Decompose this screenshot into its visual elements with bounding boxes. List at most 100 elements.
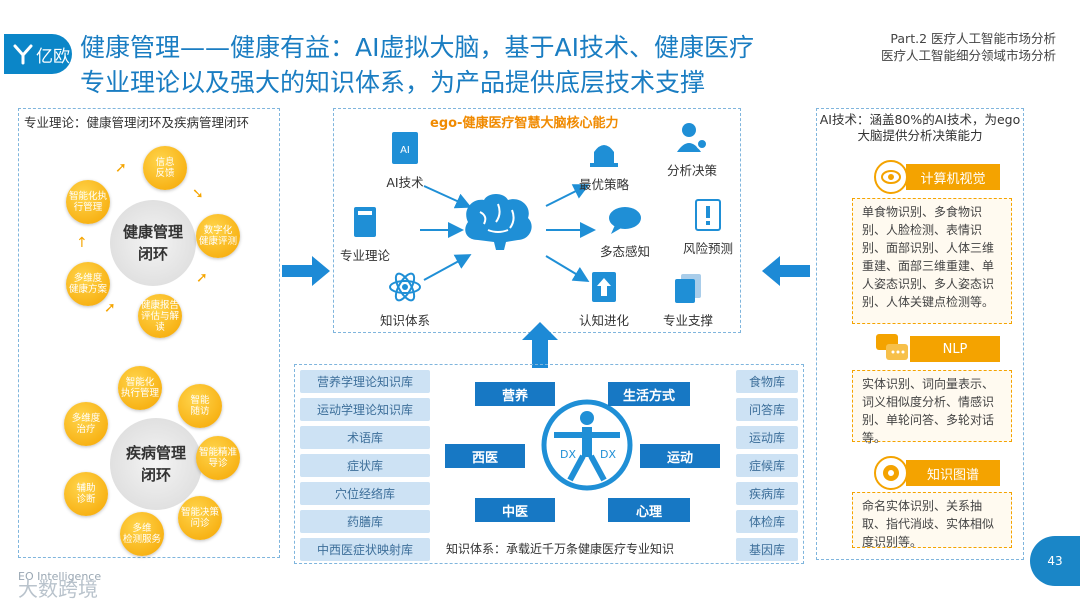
disease-node-detection: 多维检测服务 (120, 512, 164, 556)
page-title: 健康管理——健康有益：AI虚拟大脑，基于AI技术、健康医疗 专业理论以及强大的知… (80, 30, 840, 100)
pill-western: 西医 (445, 444, 525, 468)
chat-icon (874, 330, 910, 366)
pill-tcm: 中医 (475, 498, 555, 522)
kb-item-tcm-mapping: 中西医症状映射库 (300, 538, 430, 561)
right-panel (816, 108, 1024, 560)
disease-node-followup: 智能随访 (178, 384, 222, 428)
watermark-line-1: EO Intelligence (18, 570, 102, 583)
copy-icon (675, 274, 701, 303)
core-output-strategy: 最优策略 (564, 136, 644, 193)
health-loop-center-line2: 闭环 (137, 245, 168, 263)
knowledge-panel (294, 364, 804, 564)
left-panel (18, 108, 280, 558)
loop-arrow-icon: ↑ (76, 235, 88, 251)
disease-loop-center: 疾病管理闭环 (110, 418, 202, 510)
core-input-knowledge-label: 知识体系 (379, 313, 430, 328)
pill-psychology: 心理 (608, 498, 690, 522)
kg-header: 知识图谱 (906, 460, 1000, 486)
core-input-knowledge: 知识体系 (365, 270, 445, 329)
svg-text:DX: DX (600, 448, 616, 461)
pill-lifestyle: 生活方式 (608, 382, 690, 406)
kb-item-syndrome: 症候库 (736, 454, 798, 477)
core-side-risk-label: 风险预测 (682, 241, 733, 256)
atom-icon (389, 272, 421, 302)
kb-item-acupoints: 穴位经络库 (300, 482, 430, 505)
core-output-evolution: 认知进化 (564, 270, 644, 329)
loop-arrow-icon: ➚ (104, 300, 116, 316)
knowledge-right-list: 食物库 问答库 运动库 症候库 疾病库 体检库 基因库 (736, 370, 798, 561)
alarm-light-icon (590, 145, 618, 167)
user-gear-icon (677, 123, 708, 152)
core-output-evolution-label: 认知进化 (578, 313, 629, 328)
knowledge-caption: 知识体系：承载近千万条健康医疗专业知识 (446, 542, 675, 556)
chat-bubble-icon (609, 207, 641, 234)
core-output-perception-label: 多态感知 (599, 244, 650, 259)
left-panel-label: 专业理论：健康管理闭环及疾病管理闭环 (24, 115, 250, 130)
kb-item-sport: 运动库 (736, 426, 798, 449)
core-input-theory: 专业理论 (325, 205, 405, 264)
kb-item-symptoms: 症状库 (300, 454, 430, 477)
kb-item-sport-theory: 运动学理论知识库 (300, 398, 430, 421)
health-loop-center-line1: 健康管理 (122, 223, 183, 241)
health-node-digital-eval: 数字化健康评测 (196, 214, 240, 258)
health-node-exec: 智能化执行管理 (66, 180, 110, 224)
disease-node-triage: 智能精准导诊 (196, 436, 240, 480)
knowledge-left-list: 营养学理论知识库 运动学理论知识库 术语库 症状库 穴位经络库 药膳库 中西医症… (300, 370, 430, 561)
core-input-ai: AI AI技术 (365, 130, 445, 191)
graph-icon (874, 456, 908, 490)
health-node-info-feedback: 信息反馈 (143, 146, 187, 190)
kb-item-checkup: 体检库 (736, 510, 798, 533)
section-line-2: 医疗人工智能细分领域市场分析 (880, 48, 1056, 63)
kg-description: 命名实体识别、关系抽取、指代消歧、实体相似度识别等。 (852, 492, 1012, 549)
core-side-analysis: 分析决策 (652, 120, 732, 179)
upload-doc-icon (592, 272, 616, 302)
kb-item-terms: 术语库 (300, 426, 430, 449)
disease-node-decision: 智能决策问诊 (178, 496, 222, 540)
cv-header: 计算机视觉 (906, 164, 1000, 190)
input-arrows (420, 185, 472, 281)
page-number: 43 (1030, 536, 1080, 586)
logo-text: 亿欧 (36, 46, 70, 67)
watermark-line-2: 大数跨境 (18, 577, 98, 601)
loop-arrow-icon: ➚ (115, 160, 127, 176)
yiou-logo: 亿欧 (4, 34, 72, 74)
core-side-risk: 风险预测 (668, 198, 748, 257)
svg-text:DX: DX (560, 448, 576, 461)
section-label: Part.2 医疗人工智能市场分析 医疗人工智能细分领域市场分析 (881, 30, 1056, 64)
disease-loop-center-line1: 疾病管理 (125, 444, 186, 462)
kb-item-qa: 问答库 (736, 398, 798, 421)
watermark: EO Intelligence 大数跨境 (18, 570, 102, 601)
disease-node-exec: 智能化执行管理 (118, 366, 162, 410)
nlp-description: 实体识别、词向量表示、词义相似度分析、情感识别、单轮问答、多轮对话等。 (852, 370, 1012, 445)
eye-icon (874, 160, 908, 194)
loop-arrow-icon: ➘ (192, 186, 204, 202)
core-output-strategy-label: 最优策略 (578, 177, 629, 192)
arrow-up-icon (522, 322, 558, 368)
core-input-theory-label: 专业理论 (339, 248, 390, 263)
health-node-plan: 多维度健康方案 (66, 262, 110, 306)
output-arrows (545, 184, 596, 283)
core-side-analysis-label: 分析决策 (666, 163, 717, 178)
title-line-2: 专业理论以及强大的知识体系，为产品提供底层技术支撑 (80, 68, 706, 97)
right-panel-label: AI技术：涵盖80%的AI技术，为ego大脑提供分析决策能力 (819, 112, 1021, 143)
pill-nutrition: 营养 (475, 382, 555, 406)
core-input-ai-label: AI技术 (386, 175, 424, 190)
disease-node-treatment: 多维度治疗 (64, 402, 108, 446)
health-node-report: 健康报告评估与解读 (138, 294, 182, 338)
kb-item-disease: 疾病库 (736, 482, 798, 505)
core-title: ego-健康医疗智慧大脑核心能力 (430, 116, 619, 131)
vitruvian-man-icon: DX DX (541, 399, 633, 491)
health-loop-center: 健康管理闭环 (110, 200, 196, 286)
core-output-perception: 多态感知 (585, 205, 665, 260)
brain-icon (465, 194, 532, 250)
pill-sport: 运动 (640, 444, 720, 468)
arrow-right-icon (282, 256, 330, 286)
nlp-header: NLP (910, 336, 1000, 362)
kb-item-nutrition: 营养学理论知识库 (300, 370, 430, 393)
kb-item-food-therapy: 药膳库 (300, 510, 430, 533)
section-line-1: Part.2 医疗人工智能市场分析 (890, 31, 1056, 46)
title-line-1: 健康管理——健康有益：AI虚拟大脑，基于AI技术、健康医疗 (80, 33, 754, 62)
core-side-support-label: 专业支撑 (662, 313, 713, 328)
disease-node-diagnosis: 辅助诊断 (64, 472, 108, 516)
loop-arrow-icon: ➚ (196, 270, 208, 286)
